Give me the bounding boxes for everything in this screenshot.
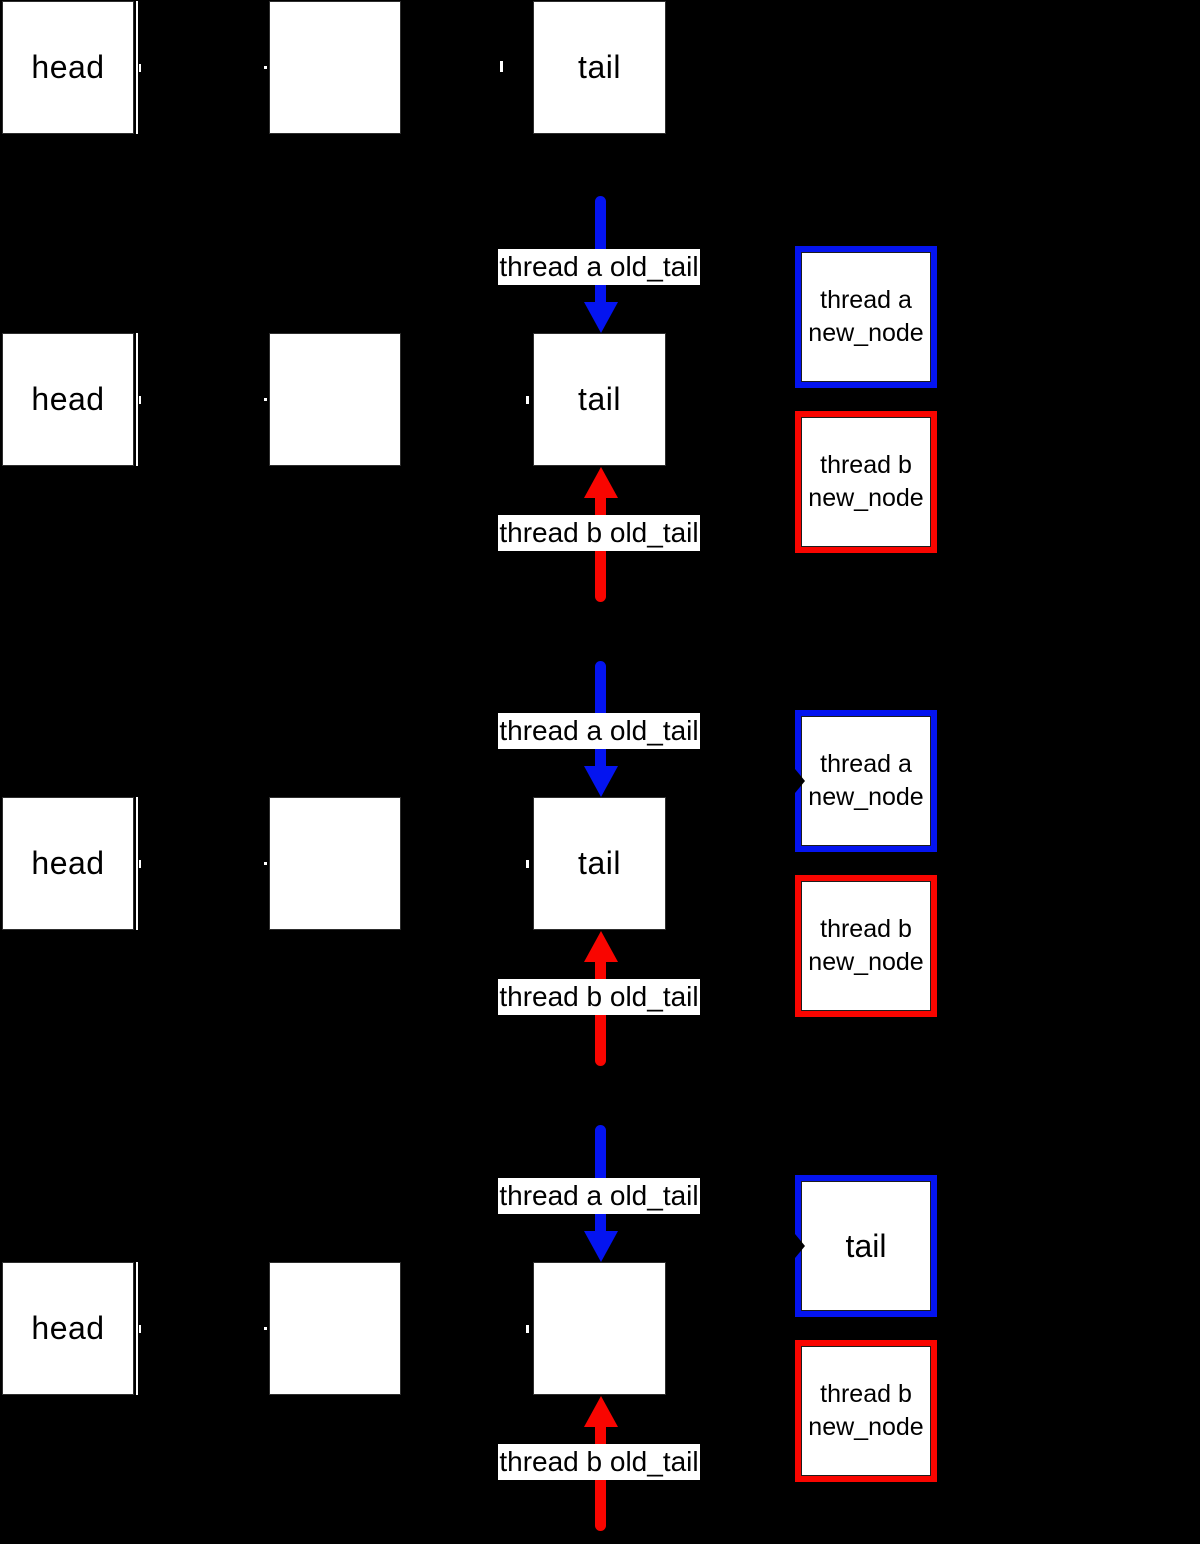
thread-b-old-tail-label: thread b old_tail [498,515,700,551]
thread-a-pointer-arrowhead-icon [584,766,618,797]
thread-a-new-node-box: thread a new_node [795,246,937,388]
thread-a-new-node-line1: thread a [820,750,912,778]
thread-b-new-node-box: thread b new_node [795,875,937,1017]
head-label: head [31,49,105,85]
arrow-remnant-chevron [526,396,529,404]
thread-a-pointer-arrowhead-icon [584,1231,618,1262]
head-label: head [31,1310,105,1346]
thread-a-new-node-line2: new_node [808,319,924,347]
thread-a-old-tail-label: thread a old_tail [498,713,700,749]
arrow-remnant-dot [264,1327,267,1330]
arrow-remnant-dot [264,66,267,69]
black-arrowhead-notch-icon [795,769,805,793]
thread-a-new-node-line1: thread a [820,286,912,314]
thread-b-new-node-line1: thread b [820,1380,912,1408]
tail-label: tail [578,381,621,417]
thread-b-old-tail-label: thread b old_tail [498,979,700,1015]
thread-b-new-node-box: thread b new_node [795,411,937,553]
arrow-remnant-dash [139,1325,141,1333]
head-node-box: head [2,333,134,466]
head-box-edge-line [136,1,138,134]
tail-label: tail [578,49,621,85]
head-node-box: head [2,797,134,930]
tail-node-box: tail [533,797,666,930]
empty-node-box [269,1,401,134]
head-box-edge-line [136,1262,138,1395]
thread-a-new-node-now-tail-box: tail [795,1175,937,1317]
empty-node-box [269,1262,401,1395]
thread-b-new-node-line2: new_node [808,484,924,512]
black-arrowhead-notch-icon [795,1234,805,1258]
thread-b-new-node-box: thread b new_node [795,1340,937,1482]
thread-b-new-node-line2: new_node [808,1413,924,1441]
head-box-edge-line [136,333,138,466]
head-label: head [31,845,105,881]
former-tail-node-box [533,1262,666,1395]
thread-a-pointer-arrowhead-icon [584,302,618,333]
head-box-edge-line [136,797,138,930]
tail-node-box: tail [533,333,666,466]
thread-b-old-tail-label: thread b old_tail [498,1444,700,1480]
thread-b-new-node-line2: new_node [808,948,924,976]
arrow-remnant-dot [264,862,267,865]
thread-b-new-node-line1: thread b [820,915,912,943]
empty-node-box [269,797,401,930]
tail-label: tail [578,845,621,881]
tail-label: tail [845,1228,887,1264]
arrow-remnant-dash [139,860,141,868]
tail-node-box: tail [533,1,666,134]
thread-a-old-tail-label: thread a old_tail [498,1178,700,1214]
head-label: head [31,381,105,417]
arrow-remnant-dash [139,64,141,72]
head-node-box: head [2,1,134,134]
arrow-remnant-dot [264,398,267,401]
head-node-box: head [2,1262,134,1395]
arrow-remnant-chevron [526,1325,529,1333]
arrow-remnant-chevron [526,860,529,868]
arrow-remnant-dash [139,396,141,404]
thread-b-new-node-line1: thread b [820,451,912,479]
empty-node-box [269,333,401,466]
thread-a-old-tail-label: thread a old_tail [498,249,700,285]
thread-a-new-node-box: thread a new_node [795,710,937,852]
thread-a-new-node-line2: new_node [808,783,924,811]
arrow-remnant-chevron [500,61,503,72]
